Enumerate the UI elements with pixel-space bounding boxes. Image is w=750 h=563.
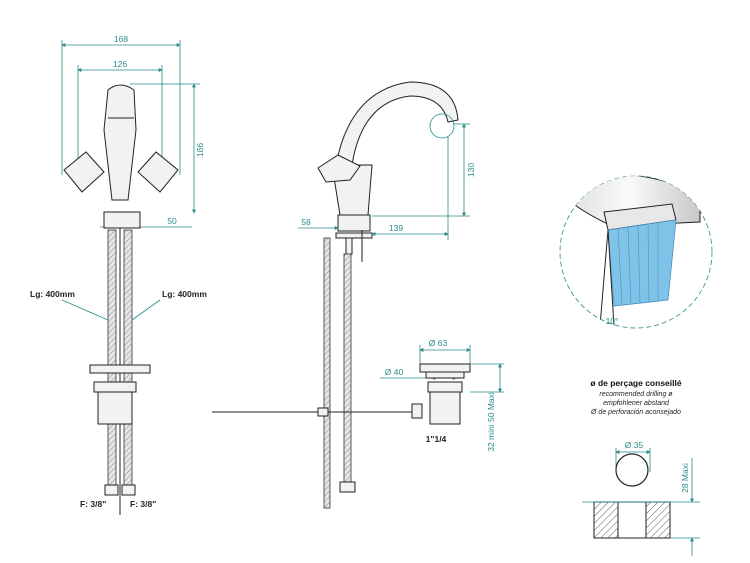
front-view: 168 126 186 50 Lg: 400mm Lg: 400 [30,34,207,515]
spout [335,81,459,166]
water-jet [607,219,677,307]
fixing-plate [89,364,151,374]
side-base [337,214,371,232]
thread-left-label: F: 3/8" [80,499,106,509]
dim-back: 58 [301,217,311,227]
leader [131,299,161,321]
dim-spout-height: 130 [466,163,476,177]
side-plate [335,232,373,239]
drain-flange [419,363,471,373]
aerator-callout [429,113,455,139]
drilling-title: ø de perçage conseillé [590,378,681,388]
drain-thread: 1"1/4 [426,434,447,444]
section-left [593,501,619,539]
section-right [645,501,671,539]
dim-width-handles: 126 [113,59,127,69]
side-hose-1 [323,237,331,509]
angle-line [607,229,615,327]
thread-right [121,484,136,496]
side-thread [339,481,356,493]
right-handle [137,151,179,193]
mixer-body [103,84,137,201]
dim-thickness: 32 mini 50 Maxi [486,392,496,452]
drilling-line-3: Ø de perforación aconsejado [590,409,681,416]
dim-height: 186 [195,143,205,157]
fixing-nut [93,381,137,393]
drilling-line-1: recommended drilling ø [599,391,673,398]
side-handle [317,154,361,183]
aerator-angle: 10° [606,316,619,326]
hose-right-label: Lg: 400mm [162,289,207,299]
hose-right [123,229,133,486]
hole-top [615,453,649,487]
left-handle [63,151,105,193]
side-view: 130 58 139 [212,81,476,509]
drain-knob [411,403,423,419]
connector [345,237,353,255]
drilling-line-2: empfohlener abstand [603,400,670,407]
dim-diameter: Ø 35 [625,440,644,450]
drilling-note: ø de perçage conseillé recommended drill… [590,378,682,416]
dim-outer: Ø 63 [429,338,448,348]
drain-nut [427,381,463,393]
mixer-base [103,211,141,229]
side-hose-2 [343,253,352,483]
dim-max: 28 Maxi [680,463,690,493]
dim-offset: 50 [167,216,177,226]
drain-ring [425,371,465,379]
drain-body [429,391,461,425]
dim-inner: Ø 40 [385,367,404,377]
hose-left [107,229,117,486]
thread-right-label: F: 3/8" [130,499,156,509]
dim-width-total: 168 [114,34,128,44]
rod-clamp [317,407,329,417]
aerator-detail: 10° [559,175,713,329]
fixing-shank [97,391,133,425]
thread-left [104,484,119,496]
hose-left-label: Lg: 400mm [30,289,75,299]
leader [61,299,109,321]
drain-detail: Ø 63 Ø 40 32 mini 50 Maxi 1"1/4 [380,338,504,452]
angle-line [599,229,609,327]
hole-detail: Ø 35 28 Maxi [582,440,700,556]
dim-reach: 139 [389,223,403,233]
